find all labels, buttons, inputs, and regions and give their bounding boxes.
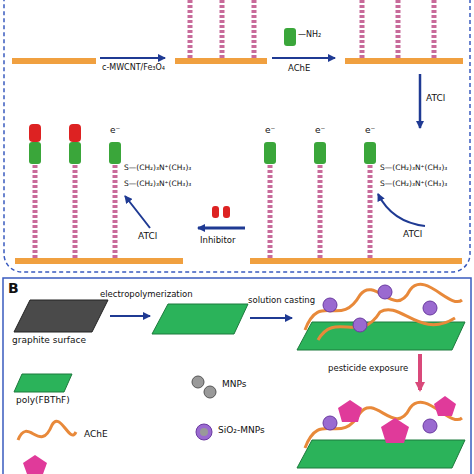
polymer-chain [432,0,437,58]
ache-icon [69,142,81,164]
label-text: solution casting [248,296,315,305]
label-text: S—(CH₂)₃N⁺(CH₃)₃ [124,164,191,172]
legend-sample [18,421,76,440]
legend-text: SiO₂-MNPs [218,426,265,436]
step-arrow [100,57,165,59]
panel-frame [3,278,471,474]
step-arrow [419,74,422,128]
polymer-chain [252,0,257,58]
polymer-chain [396,0,401,58]
pesticide [434,396,456,416]
graphite-sheet [14,300,108,332]
ache-icon [364,142,376,164]
legend-sample [204,386,216,398]
label-text: electropolymerization [100,290,193,299]
ache-icon [284,28,296,46]
pesticide [381,418,409,443]
polymer-chain [360,0,365,58]
sio2-mnp [323,298,337,312]
legend-sample [14,374,72,392]
sio2-mnp [353,318,367,332]
ache-enzyme [318,310,455,340]
polymer-chain [73,165,78,258]
inhibitor-icon [29,124,41,142]
label-text: S—(CH₂)₃N⁺(CH₃)₃ [380,164,447,172]
label-text: graphite surface [12,336,86,346]
inhibitor-icon [223,206,230,218]
label-text: B [8,281,19,296]
legend-sample [23,455,47,474]
label-text: ATCl [426,94,445,104]
ache-icon [314,142,326,164]
label-text: ATCl [403,230,422,240]
exposure-arrow [418,354,422,390]
polymer-chain [220,0,225,58]
legend-sample [200,428,208,436]
sio2-mnp [323,416,337,430]
polymer-chain [188,0,193,58]
polymer-chain [33,165,38,258]
polymer-sheet [152,304,248,334]
label-text: Inhibitor [200,236,235,245]
electrode [345,58,463,64]
label-text: e⁻ [315,126,325,136]
inhibitor-icon [69,124,81,142]
step-arrow [272,57,335,59]
electrode [250,258,462,264]
sio2-mnp [378,285,392,299]
step-arrow [110,315,150,317]
label-text: e⁻ [365,126,375,136]
legend-text: AChE [84,430,108,440]
sio2-mnp [423,419,437,433]
label-text: e⁻ [265,126,275,136]
label-text: ATCl [138,232,157,242]
step-arrow [198,227,245,230]
label-text: S—(CH₂)₃N⁺(CH₃)₃ [380,180,447,188]
step-arrow [250,317,292,319]
ache-icon [29,142,41,164]
polymer-chain [368,165,373,258]
electrode [15,258,183,264]
inhibitor-icon [212,206,219,218]
legend-text: MNPs [222,380,246,390]
polymer-chain [318,165,323,258]
reaction-arrow [125,196,150,228]
legend-sample [196,424,212,440]
ache-icon [109,142,121,164]
ache-icon [264,142,276,164]
legend-text: poly(FBThF) [16,396,70,406]
legend-sample [192,376,204,388]
electrode [175,58,267,64]
label-text: pesticide exposure [328,364,408,373]
label-text: AChE [288,64,310,73]
electrode [12,58,96,64]
panel-frame [4,0,470,272]
label-text: c-MWCNT/Fe₃O₄ [102,64,165,73]
polymer-sheet [297,440,465,468]
pesticide [338,400,362,422]
polymer-chain [113,165,118,258]
label-text: e⁻ [110,126,120,136]
label-text: —NH₂ [298,31,321,40]
reaction-arrow [378,194,425,226]
label-text: S—(CH₂)₃N⁺(CH₃)₃ [124,180,191,188]
polymer-chain [268,165,273,258]
sio2-mnp [423,301,437,315]
